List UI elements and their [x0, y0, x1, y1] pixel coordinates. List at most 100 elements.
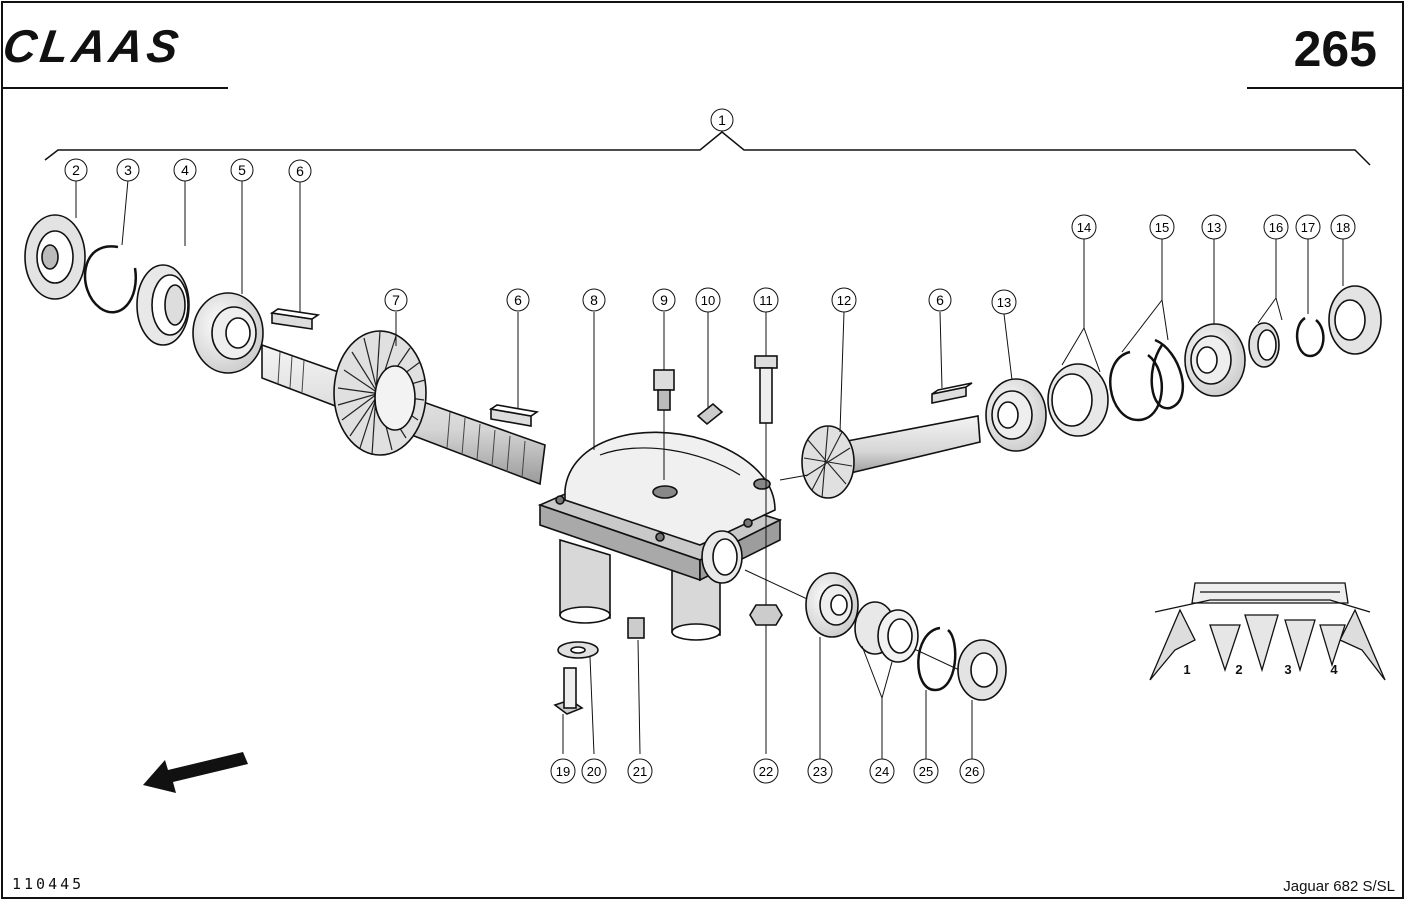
callout-21: 21	[627, 758, 653, 784]
callout-12: 12	[831, 287, 857, 313]
inset-label-2: 2	[1235, 662, 1242, 677]
model-name: Jaguar 682 S/SL	[1283, 878, 1395, 895]
callout-19: 19	[550, 758, 576, 784]
svg-text:9: 9	[660, 292, 668, 308]
part-22-nut	[749, 604, 783, 754]
direction-arrow-icon	[143, 752, 248, 793]
part-4-ring	[136, 264, 190, 346]
part-25-circlip	[917, 626, 957, 692]
header: CLAAS 265	[0, 20, 1403, 89]
svg-text:22: 22	[759, 764, 773, 779]
callout-8: 8	[582, 288, 606, 312]
part-2-seal	[24, 214, 86, 300]
inset-label-4: 4	[1330, 662, 1338, 677]
part-6-key-c	[931, 382, 973, 404]
callout-13a: 13	[991, 289, 1017, 315]
page-number: 265	[1294, 21, 1377, 77]
callout-13b: 13	[1201, 214, 1227, 240]
callouts: 1 2 3 4 5 6 7 6 8 9 10 11 12 6 13 14 15 …	[64, 108, 1356, 784]
callout-15: 15	[1149, 214, 1175, 240]
svg-text:3: 3	[124, 162, 132, 178]
callout-22: 22	[753, 758, 779, 784]
svg-text:6: 6	[296, 163, 304, 179]
svg-text:1: 1	[718, 112, 726, 128]
assembly-bracket	[44, 131, 1371, 166]
callout-17: 17	[1295, 214, 1321, 240]
drawing-number: 110445	[12, 875, 84, 893]
svg-text:10: 10	[701, 293, 715, 308]
callout-20: 20	[581, 758, 607, 784]
callout-6b: 6	[506, 288, 530, 312]
callout-3: 3	[116, 158, 140, 182]
callout-9: 9	[652, 288, 676, 312]
part-11-bolt	[754, 355, 778, 612]
part-13-bearing-a	[985, 378, 1047, 452]
part-13-bearing-b	[1184, 323, 1246, 397]
part-5-bearing	[192, 292, 264, 374]
svg-text:2: 2	[72, 162, 80, 178]
svg-text:20: 20	[587, 764, 601, 779]
part-18-seal	[1328, 285, 1382, 355]
callout-6a: 6	[288, 159, 312, 183]
leader-lines	[75, 130, 1344, 760]
part-17-circlip	[1295, 316, 1325, 358]
svg-text:6: 6	[514, 292, 522, 308]
part-7-gear-shaft	[261, 330, 546, 486]
callout-24: 24	[869, 758, 895, 784]
callout-6c: 6	[928, 288, 952, 312]
callout-5: 5	[230, 158, 254, 182]
part-6-key-a	[269, 308, 321, 330]
part-12-pinion-shaft	[779, 415, 981, 499]
inset-label-3: 3	[1284, 662, 1291, 677]
part-9-plug	[653, 369, 675, 480]
claas-logo: CLAAS	[0, 20, 186, 72]
svg-text:23: 23	[813, 764, 827, 779]
part-16-rings	[1248, 322, 1280, 368]
svg-text:14: 14	[1077, 220, 1091, 235]
callout-4: 4	[173, 158, 197, 182]
callout-25: 25	[913, 758, 939, 784]
callout-26: 26	[959, 758, 985, 784]
callout-14: 14	[1071, 214, 1097, 240]
part-14-spacer	[1047, 363, 1109, 437]
svg-text:5: 5	[238, 162, 246, 178]
callout-23: 23	[807, 758, 833, 784]
part-19-bolt	[553, 667, 584, 754]
svg-text:12: 12	[837, 293, 851, 308]
inset-header-diagram: 1 2 3 4	[1149, 582, 1386, 681]
svg-text:21: 21	[633, 764, 647, 779]
exploded-parts	[24, 214, 1382, 755]
svg-text:13: 13	[997, 295, 1011, 310]
callout-16: 16	[1263, 214, 1289, 240]
callout-11: 11	[753, 287, 779, 313]
svg-text:13: 13	[1207, 220, 1221, 235]
svg-text:25: 25	[919, 764, 933, 779]
svg-text:26: 26	[965, 764, 979, 779]
part-3-circlip	[83, 245, 138, 314]
svg-text:11: 11	[759, 293, 773, 308]
callout-18: 18	[1330, 214, 1356, 240]
part-23-bearing	[805, 572, 859, 638]
svg-text:18: 18	[1336, 220, 1350, 235]
svg-text:19: 19	[556, 764, 570, 779]
part-21-plug	[627, 617, 645, 755]
svg-text:17: 17	[1301, 220, 1315, 235]
svg-text:6: 6	[936, 292, 944, 308]
callout-10: 10	[695, 287, 721, 313]
svg-text:24: 24	[875, 764, 889, 779]
part-15-circlips	[1109, 338, 1185, 422]
callout-7: 7	[384, 288, 408, 312]
part-6-key-b	[488, 404, 540, 427]
part-10-plug	[696, 402, 724, 426]
part-26-seal	[957, 639, 1007, 701]
part-24-rings	[854, 601, 919, 663]
svg-text:15: 15	[1155, 220, 1169, 235]
callout-1: 1	[710, 108, 734, 132]
svg-text:7: 7	[392, 292, 400, 308]
callout-2: 2	[64, 158, 88, 182]
part-8-housing	[537, 431, 783, 641]
svg-text:4: 4	[181, 162, 189, 178]
inset-label-1: 1	[1183, 662, 1190, 677]
